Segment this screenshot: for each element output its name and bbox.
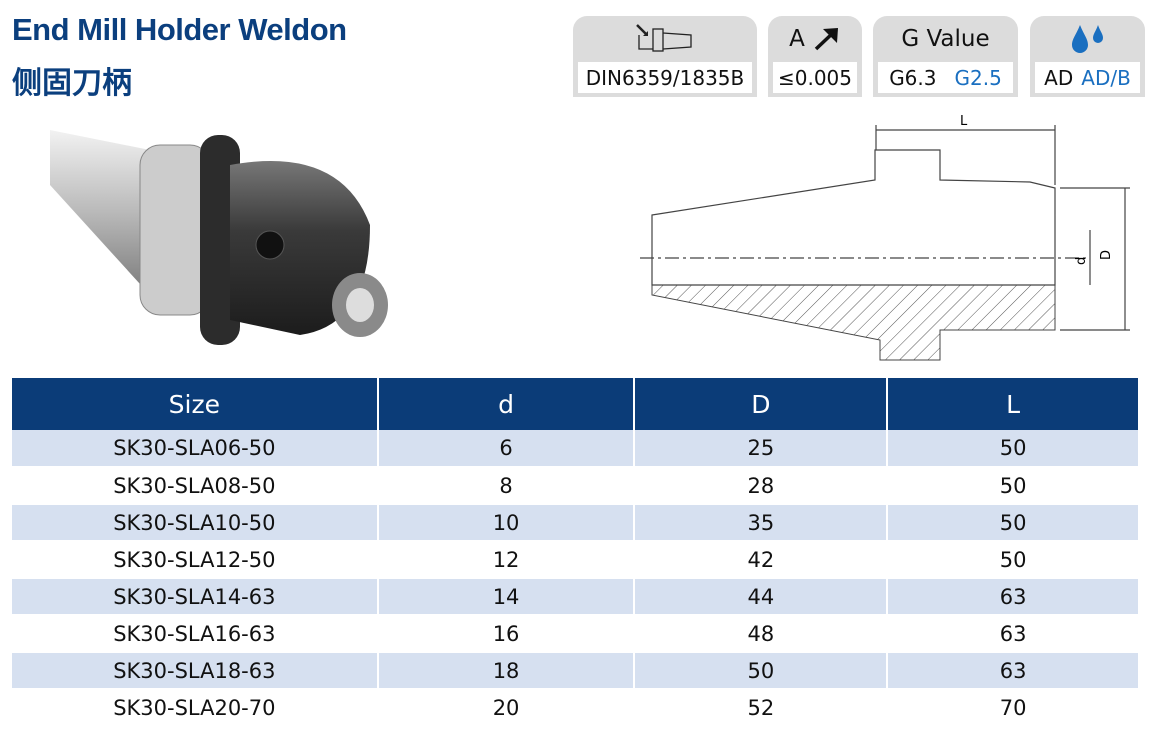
balance-value: G6.3 [889, 65, 937, 90]
holder-clamp-icon [636, 24, 692, 52]
table-cell: SK30-SLA18-63 [12, 652, 379, 690]
coolant-value-alt: AD/B [1081, 65, 1131, 90]
coolant-badge: AD AD/B [1030, 16, 1145, 97]
table-cell: 14 [377, 578, 636, 616]
table-cell: SK30-SLA10-50 [12, 504, 379, 542]
table-cell: 10 [377, 504, 636, 542]
table-cell: 6 [377, 430, 636, 468]
table-cell: 18 [377, 652, 636, 690]
table-cell: 50 [887, 467, 1140, 505]
col-L: L [887, 378, 1140, 430]
table-cell: 35 [634, 504, 889, 542]
table-cell: 70 [887, 689, 1140, 726]
table-cell: 25 [634, 430, 889, 468]
outer-diameter-label: D [1099, 250, 1114, 260]
table-cell: SK30-SLA14-63 [12, 578, 379, 616]
standard-badge: DIN6359/1835B [573, 16, 757, 97]
col-d: d [377, 378, 636, 430]
arrow-up-right-icon [814, 28, 838, 51]
table-cell: 48 [634, 615, 889, 653]
runout-badge: A ≤0.005 [768, 16, 862, 97]
table-cell: SK30-SLA16-63 [12, 615, 379, 653]
table-cell: 12 [377, 541, 636, 579]
page-title: End Mill Holder Weldon [12, 12, 347, 47]
page-subtitle: 侧固刀柄 [12, 66, 132, 101]
runout-label: A [789, 26, 805, 52]
table-cell: 50 [887, 430, 1140, 468]
table-cell: 63 [887, 578, 1140, 616]
balance-label: G Value [901, 26, 990, 52]
table-cell: SK30-SLA06-50 [12, 430, 379, 468]
col-D: D [634, 378, 889, 430]
table-cell: 63 [887, 652, 1140, 690]
table-cell: 50 [887, 504, 1140, 542]
table-cell: 63 [887, 615, 1140, 653]
balance-badge: G Value G6.3 G2.5 [873, 16, 1018, 97]
table-cell: 8 [377, 467, 636, 505]
table-header: Size d D L [12, 378, 1140, 430]
table-cell: 20 [377, 689, 636, 726]
table-cell: SK30-SLA08-50 [12, 467, 379, 505]
runout-value: ≤0.005 [777, 65, 852, 90]
table-cell: 52 [634, 689, 889, 726]
table-cell: 50 [887, 541, 1140, 579]
standard-value: DIN6359/1835B [585, 65, 745, 90]
table-cell: 50 [634, 652, 889, 690]
bore-diameter-label: d [1074, 257, 1089, 265]
col-size: Size [12, 378, 379, 430]
table-cell: SK30-SLA20-70 [12, 689, 379, 726]
table-cell: 28 [634, 467, 889, 505]
coolant-drops-icon [1071, 25, 1103, 53]
technical-drawing: L D d [640, 114, 1130, 361]
product-photo [50, 130, 388, 345]
table-cell: 44 [634, 578, 889, 616]
balance-value-alt: G2.5 [954, 65, 1002, 90]
table-cell: 16 [377, 615, 636, 653]
coolant-value: AD [1044, 65, 1074, 90]
table-cell: 42 [634, 541, 889, 579]
length-label: L [960, 114, 968, 129]
table-cell: SK30-SLA12-50 [12, 541, 379, 579]
